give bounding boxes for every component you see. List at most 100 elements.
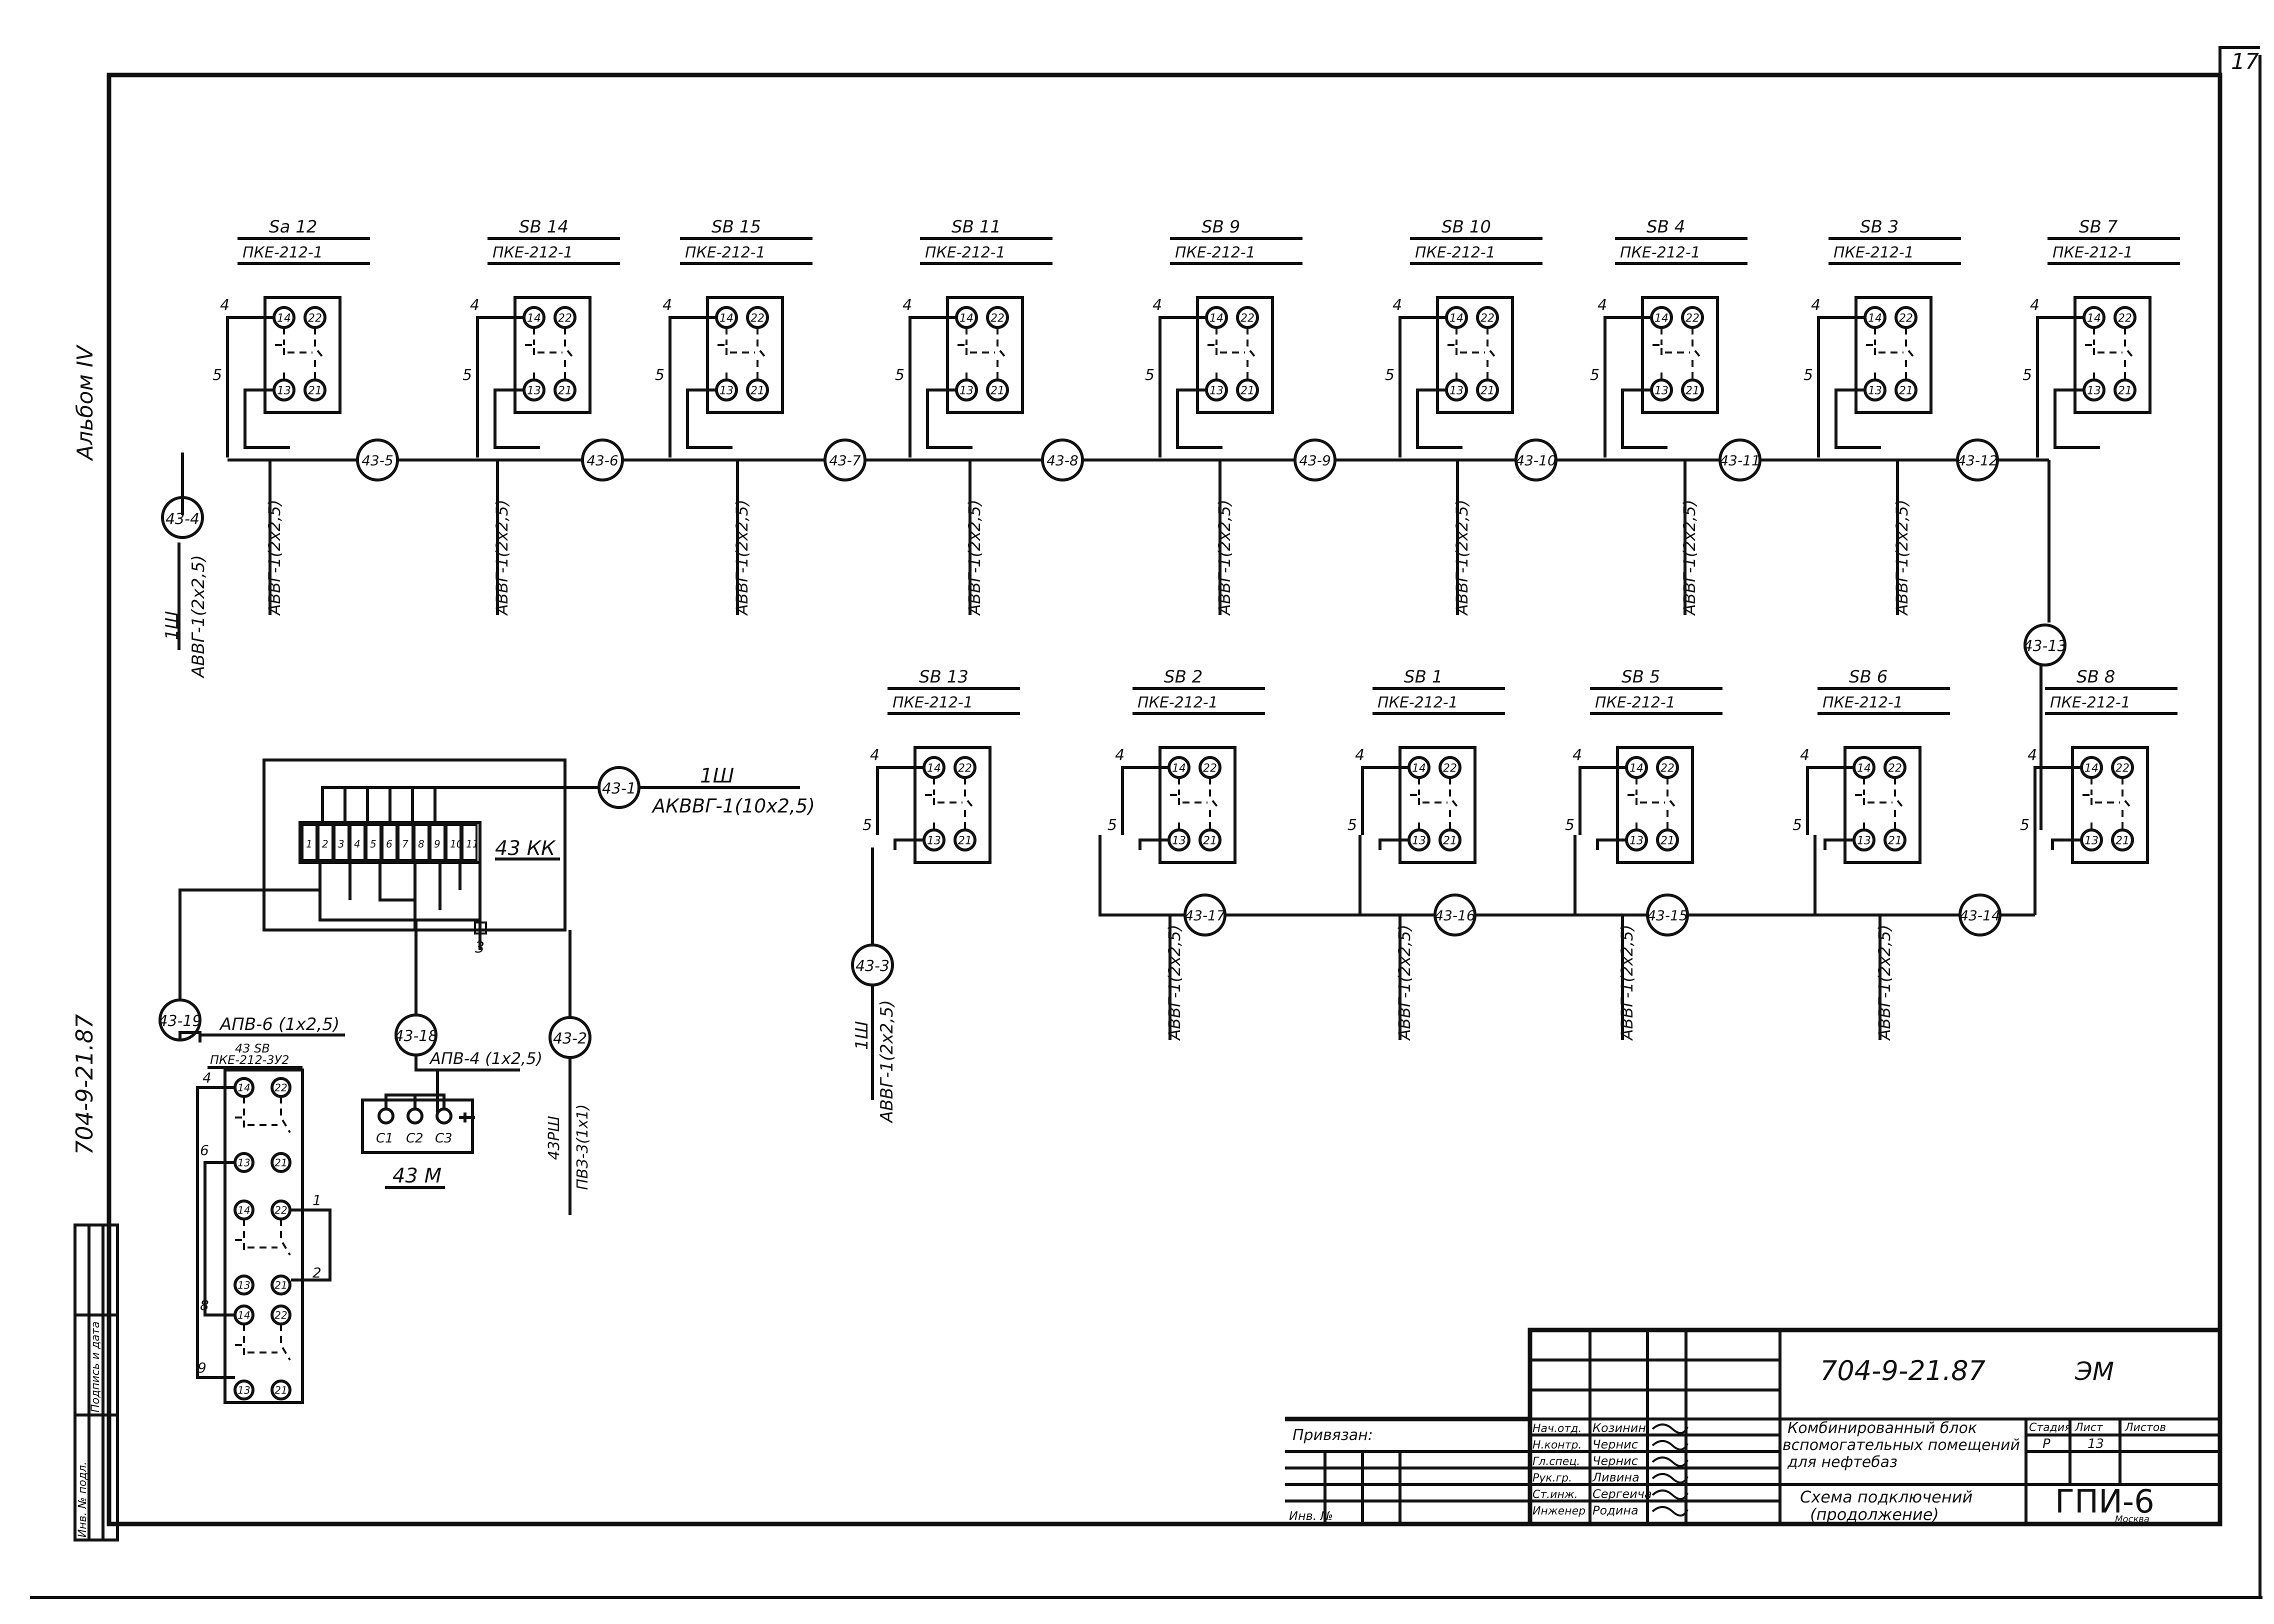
wire-43-18 [414,920,520,1112]
wire-4: 4 [220,296,230,314]
contact-13: 13 [2080,828,2103,852]
svg-text:14: 14 [960,312,974,324]
sheet-header: Лист [2074,1422,2104,1434]
svg-text:22: 22 [308,312,322,324]
cable-43-1-mark: 1Ш [700,764,734,788]
cable-top-5: АВВГ-1(2x2,5) [1452,500,1472,616]
svg-text:14: 14 [238,1204,250,1216]
wire-5: 5 [655,366,664,384]
contact-21: 21 [954,828,976,852]
ssb-bot-contact-b-0: 21 [270,1152,292,1173]
contact-22: 22 [1884,756,1906,779]
svg-text:22: 22 [1443,762,1457,774]
svg-text:14: 14 [2087,312,2101,324]
contact-13: 13 [1168,828,1190,852]
svg-text:21: 21 [308,384,322,397]
contact-21: 21 [746,378,769,402]
svg-text:21: 21 [1240,384,1254,397]
svg-text:22: 22 [2118,312,2132,324]
motor-43m: C1 C2 C3 43 М [361,1094,475,1189]
svg-text:14: 14 [1450,312,1464,324]
switch-type: ПКЕ-212-1 [1138,694,1218,712]
contact-14: 14 [1864,306,1886,329]
wire-4: 4 [1115,746,1124,764]
contact-22: 22 [1476,306,1499,329]
switch-name: SB 7 [2079,217,2118,237]
node-43-11: 43-11 [1718,438,1762,482]
svg-text:C3: C3 [435,1131,452,1146]
staff-role-1: Н.контр. [1532,1439,1582,1452]
cable-bottom-3: АВВГ-1(2x2,5) [1875,924,1894,1041]
svg-text:14: 14 [277,312,291,324]
svg-text:22: 22 [558,312,572,324]
svg-text:21: 21 [1899,384,1913,397]
contact-14: 14 [715,306,738,329]
staff-role-3: Рук.гр. [1532,1472,1572,1484]
svg-text:43-1: 43-1 [602,780,636,798]
svg-text:14: 14 [1630,762,1644,774]
staff-signature-3 [1652,1473,1688,1484]
svg-text:14: 14 [1210,312,1224,324]
svg-text:43-4: 43-4 [166,510,200,528]
project-line-2: вспомогательных помещений [1782,1436,2020,1454]
svg-text:13: 13 [1450,384,1464,397]
contact-22: 22 [2114,306,2136,329]
ssb-bot-contact-b-1: 21 [270,1274,292,1296]
switch-name: SB 9 [1202,217,1240,237]
svg-text:43-18: 43-18 [394,1028,438,1045]
svg-text:13: 13 [238,1157,250,1169]
svg-text:13: 13 [1210,384,1224,397]
contact-21: 21 [986,378,1009,402]
svg-text:21: 21 [274,1157,287,1169]
cable-43-1-type: АКВВГ-1(10x2,5) [651,795,815,817]
svg-text:13: 13 [277,384,291,397]
contact-13: 13 [1408,828,1430,852]
svg-text:21: 21 [750,384,764,397]
wire-5: 5 [1348,816,1357,834]
cable-43-4-type: АВВГ-1(2x2,5) [188,555,208,678]
svg-text:43-13: 43-13 [2023,638,2066,655]
wire-4: 4 [662,296,672,314]
apv6-label: АПВ-6 (1x2,5) [219,1014,340,1034]
staff-name-3: Ливина [1592,1470,1640,1484]
contact-21: 21 [1656,828,1679,852]
svg-text:13: 13 [238,1384,250,1396]
svg-text:14: 14 [527,312,541,324]
wire-4: 4 [1355,746,1364,764]
cable-bottom-1: АВВГ-1(2x2,5) [1395,924,1414,1041]
switch-name: SB 8 [2076,667,2115,687]
svg-text:21: 21 [274,1280,287,1292]
terminal-name: 43 КК [495,837,556,860]
contact-21: 21 [554,378,576,402]
node-43-2: 43-2 [548,1016,592,1059]
node-43-14: 43-14 [1958,894,2002,936]
contact-22: 22 [1236,306,1259,329]
svg-text:21: 21 [1480,384,1494,397]
contact-14: 14 [1445,306,1468,329]
svg-text:C2: C2 [406,1131,424,1146]
staff-name-0: Козинин [1592,1421,1646,1435]
ssb-top-contact-0: 14 [234,1077,254,1098]
node-43-3: 43-3 [851,944,894,986]
riser-43-13 [2040,460,2050,830]
switch-name: SB 2 [1164,667,1202,687]
switch-type: ПКЕ-212-1 [242,244,323,262]
svg-text:22: 22 [274,1082,287,1094]
wire-5: 5 [862,816,872,834]
album-label: Альбом IV [72,344,98,462]
switch-name: SB 11 [952,217,1001,237]
svg-text:21: 21 [1443,834,1457,847]
contact-21: 21 [1198,828,1222,852]
wire-5: 5 [2020,816,2030,834]
svg-text:43-3: 43-3 [856,958,890,975]
switch-name: SB 6 [1849,667,1888,687]
staff-role-0: Нач.отд. [1532,1422,1582,1435]
svg-text:43-5: 43-5 [362,452,394,469]
svg-text:14: 14 [927,762,941,774]
terminal-cell-1: 2 [322,838,328,850]
